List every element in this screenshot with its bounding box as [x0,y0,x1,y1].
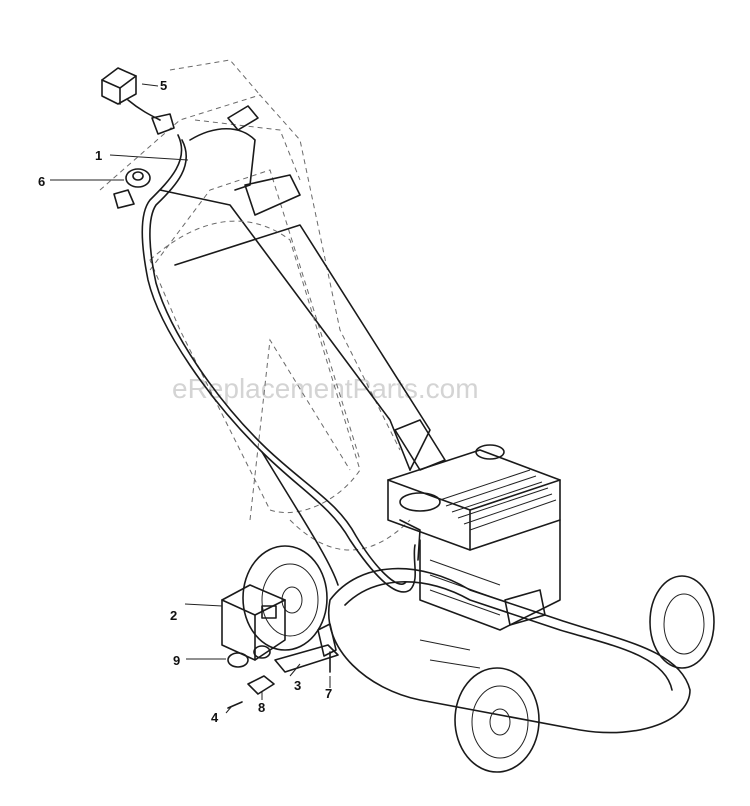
callout-5: 5 [160,78,167,93]
callout-6: 6 [38,174,45,189]
callout-8: 8 [258,700,265,715]
front-left-wheel [454,667,540,773]
part-9-connector [227,645,271,668]
part-5-connector [101,67,175,135]
part-3-plate [274,623,339,673]
part-2-bracket [221,584,286,661]
rear-wheel [242,545,328,651]
mower-handle [99,59,446,521]
callout-3: 3 [294,678,301,693]
callout-1: 1 [95,148,102,163]
watermark-text: eReplacementParts.com [172,373,479,404]
part-4-screw [227,701,243,709]
front-right-wheel [649,575,715,669]
engine [387,444,561,631]
leader-lines [50,83,331,714]
callout-9: 9 [173,653,180,668]
callout-7: 7 [325,686,332,701]
handle-clamp [227,105,259,131]
part-6-switch [113,168,151,209]
callout-2: 2 [170,608,177,623]
cable-harness [141,134,416,593]
part-8-clip [247,675,275,695]
callout-4: 4 [211,710,219,725]
mower-deck [327,567,691,734]
grass-bag [149,220,411,551]
